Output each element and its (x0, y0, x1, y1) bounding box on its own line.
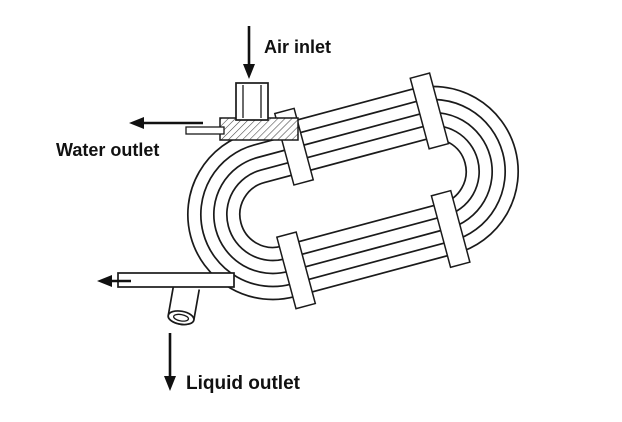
outlet-open-stub (167, 284, 201, 326)
coil-strap-top-right (409, 72, 450, 150)
annotations: Air inlet Water outlet Liquid outlet (56, 26, 331, 394)
liquid-outlet-assembly (117, 272, 235, 326)
liquid-outlet-label: Liquid outlet (186, 373, 301, 394)
coil-strap-bottom-right (430, 189, 471, 269)
fitting-flange-hatched (219, 117, 299, 141)
coil-loop (238, 137, 468, 249)
water-outlet-label: Water outlet (56, 140, 159, 160)
coil-tube-bundle (186, 72, 520, 310)
coil-strap-bottom-left (275, 231, 317, 310)
inlet-fitting (185, 82, 299, 141)
water-outlet-pipe (185, 126, 225, 135)
outlet-tube (117, 272, 235, 288)
air-inlet-label: Air inlet (264, 37, 331, 57)
inlet-pipe (235, 82, 269, 121)
outlet-stub-bore (172, 313, 190, 322)
